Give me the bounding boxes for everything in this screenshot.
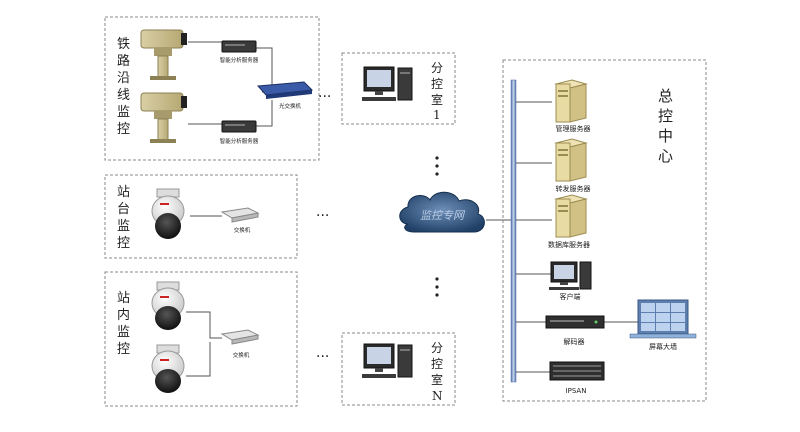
room-label-char: N: [432, 389, 443, 403]
forwarding-server-icon: [554, 138, 588, 182]
label-char: 监: [117, 325, 130, 340]
label-char: 内: [117, 307, 130, 323]
label-char: 站: [117, 185, 130, 200]
computer-workstation-icon: [362, 66, 413, 101]
label-char: 控: [117, 342, 130, 357]
inside-group-border: [104, 271, 298, 407]
room-label-char: 1: [433, 108, 441, 122]
switch-label: 交换机: [234, 226, 251, 234]
ptz-thermal-camera-icon: [140, 92, 187, 143]
center-title-char: 控: [658, 107, 673, 125]
center-title-char: 心: [658, 147, 673, 165]
network-bus: [510, 79, 517, 383]
server-label: 管理服务器: [556, 124, 591, 133]
branch-room-border: [341, 332, 456, 406]
label-char: 沿: [117, 71, 130, 86]
vertical-ellipsis: [435, 156, 439, 176]
ptz-thermal-camera-icon: [140, 29, 187, 80]
analysis-server-label: 智能分析服务器: [220, 137, 259, 145]
server-label: 客户端: [560, 292, 581, 301]
client-workstation-icon: [549, 261, 592, 290]
label-char: 控: [117, 236, 130, 251]
network-switch-icon: [220, 329, 260, 345]
label-char: 站: [117, 291, 130, 306]
railway-monitoring-group: 铁 路 沿 线 监 控: [104, 16, 320, 161]
ellipsis: ···: [316, 208, 329, 224]
station-platform-group: 站 台 监 控 交换机: [104, 174, 298, 259]
server-label: 解码器: [564, 337, 585, 346]
room-label-char: 控: [431, 77, 443, 91]
management-server-icon: [554, 79, 588, 123]
branch-room-border: [341, 52, 456, 125]
analysis-server-label: 智能分析服务器: [220, 56, 259, 64]
room-label-char: 室: [431, 372, 443, 387]
connection-line: [186, 311, 222, 339]
room-label-char: 室: [431, 92, 443, 107]
decoder-icon: [545, 315, 605, 329]
center-title-char: 中: [658, 127, 673, 145]
ellipsis: ···: [316, 349, 329, 365]
room-label-char: 分: [431, 61, 443, 75]
ipsan-storage-icon: [549, 361, 605, 381]
network-switch-icon: [220, 207, 260, 223]
label-char: 路: [117, 53, 130, 69]
label-char: 控: [117, 122, 130, 137]
label-char: 台: [117, 202, 130, 217]
central-control-center: 总 控 中 心 管理服务器 转发服务器: [502, 59, 707, 402]
video-wall-label: 屏幕大墙: [649, 342, 677, 351]
database-server-icon: [554, 194, 588, 238]
railway-group-border: [104, 16, 320, 161]
room-label-char: 分: [431, 341, 443, 355]
branch-control-room-n: 分 控 室 N: [341, 332, 456, 406]
inside-station-group: 站 内 监 控 交换机: [104, 271, 298, 407]
server-label: IPSAN: [566, 387, 587, 395]
railway-group-label: 铁 路 沿 线 监 控: [117, 37, 130, 137]
switch-label: 交换机: [233, 351, 250, 359]
label-char: 线: [117, 88, 130, 103]
server-label: 数据库服务器: [548, 240, 590, 249]
vertical-ellipsis: [435, 277, 439, 297]
label-char: 铁: [117, 37, 130, 52]
center-title-char: 总: [658, 87, 673, 105]
branch-control-room-1: 分 控 室 1: [341, 52, 456, 125]
room-label-char: 控: [431, 357, 443, 371]
dome-camera-icon: [151, 188, 185, 239]
station-group-border: [104, 174, 298, 259]
ellipsis: ···: [318, 89, 331, 105]
cloud-label: 监控专网: [420, 209, 466, 222]
server-label: 转发服务器: [556, 184, 591, 193]
center-border: [502, 59, 707, 402]
connection-line: [255, 100, 273, 127]
label-char: 监: [117, 105, 130, 120]
private-network-cloud-icon: 监控专网: [399, 191, 485, 233]
video-wall-icon: [629, 299, 697, 339]
computer-workstation-icon: [362, 343, 413, 378]
analysis-server-icon: [221, 120, 257, 133]
label-char: 监: [117, 219, 130, 234]
dome-camera-icon: [151, 344, 185, 393]
connection-line: [186, 342, 211, 377]
dome-camera-icon: [151, 281, 185, 330]
optical-switch-label: 光交换机: [279, 102, 302, 110]
optical-switch-icon: [256, 81, 314, 99]
analysis-server-icon: [221, 40, 257, 53]
